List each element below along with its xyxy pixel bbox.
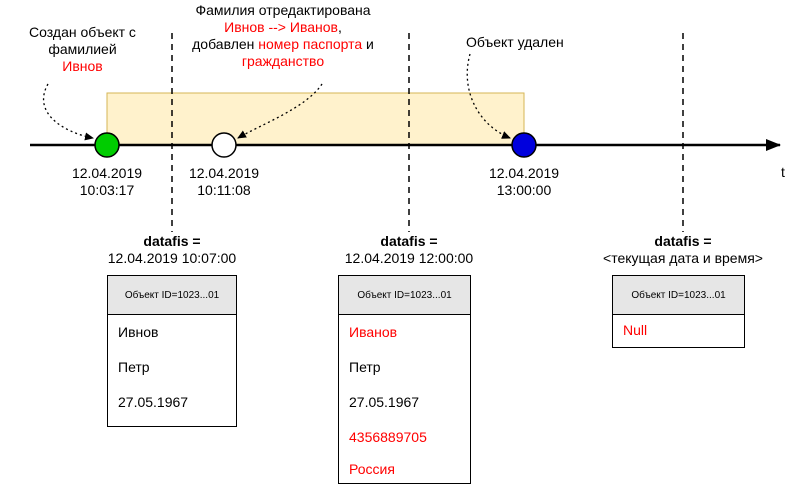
- query-label-3-value: <текущая дата и время>: [603, 250, 763, 266]
- event-edited-timestamp: 12.04.2019 10:11:08: [169, 165, 279, 199]
- callout-arrow-deleted: [466, 53, 511, 139]
- event-edited-date: 12.04.2019: [188, 165, 260, 181]
- object-card-3: Объект ID=1023...01 Null: [612, 275, 745, 348]
- note-edited-citizenship: гражданство: [241, 53, 325, 69]
- query-label-3: datafis = <текущая дата и время>: [573, 233, 793, 267]
- note-created-value: Ивнов: [62, 58, 103, 74]
- event-created-marker: [94, 132, 120, 158]
- axis-label: t: [781, 164, 785, 180]
- object-card-1-header: Объект ID=1023...01: [108, 276, 236, 315]
- note-edited-change: Ивнов --> Иванов: [224, 19, 338, 35]
- note-edited-line2: Ивнов --> Иванов,: [164, 19, 402, 36]
- query-label-2-value: 12.04.2019 12:00:00: [344, 250, 474, 266]
- note-edited-and: и: [366, 36, 374, 52]
- object-card-2-field-2: Петр: [349, 359, 381, 375]
- object-lifetime-period: [106, 92, 525, 146]
- query-label-1: datafis = 12.04.2019 10:07:00: [72, 233, 272, 267]
- note-created-line1: Создан объект с: [29, 24, 136, 40]
- event-edited-marker: [211, 132, 237, 158]
- object-card-2-header: Объект ID=1023...01: [339, 276, 470, 315]
- event-edited-time: 10:11:08: [197, 182, 251, 198]
- note-edited-line3: добавлен номер паспорта и: [164, 36, 402, 53]
- object-card-1: Объект ID=1023...01 Ивнов Петр 27.05.196…: [107, 275, 237, 427]
- object-card-2-field-1: Иванов: [349, 324, 398, 340]
- callout-arrow-edited: [237, 83, 323, 139]
- object-card-1-field-2: Петр: [118, 359, 150, 375]
- object-card-1-field-3: 27.05.1967: [118, 394, 189, 410]
- object-card-2: Объект ID=1023...01 Иванов Петр 27.05.19…: [338, 275, 471, 484]
- query-label-3-name: datafis =: [654, 233, 712, 249]
- event-created-date: 12.04.2019: [71, 165, 143, 181]
- note-edited-line1: Фамилия отредактирована: [195, 2, 371, 18]
- event-deleted-marker: [511, 132, 537, 158]
- note-deleted: Объект удален: [466, 34, 564, 50]
- object-card-1-field-1: Ивнов: [118, 324, 159, 340]
- object-card-2-field-4: 4356889705: [349, 429, 427, 445]
- object-card-2-field-5: Россия: [349, 461, 395, 477]
- event-deleted-timestamp: 12.04.2019 13:00:00: [469, 165, 579, 199]
- note-edited-added: добавлен: [192, 36, 255, 52]
- note-edited-passport: номер паспорта: [258, 36, 363, 52]
- callout-arrow-created: [42, 83, 94, 141]
- event-created-timestamp: 12.04.2019 10:03:17: [52, 165, 162, 199]
- note-created-line2: фамилией: [48, 41, 117, 57]
- note-created: Создан объект с фамилией Ивнов: [15, 24, 150, 75]
- event-created-time: 10:03:17: [79, 182, 135, 198]
- object-card-2-field-3: 27.05.1967: [349, 394, 420, 410]
- query-label-1-value: 12.04.2019 10:07:00: [107, 250, 237, 266]
- note-edited-comma: ,: [337, 19, 342, 35]
- object-card-3-header: Объект ID=1023...01: [613, 276, 744, 315]
- query-label-2: datafis = 12.04.2019 12:00:00: [309, 233, 509, 267]
- object-card-3-field-1: Null: [623, 322, 648, 338]
- note-edited: Фамилия отредактирована Ивнов --> Иванов…: [164, 2, 402, 70]
- query-label-2-name: datafis =: [380, 233, 438, 249]
- event-deleted-date: 12.04.2019: [488, 165, 560, 181]
- event-deleted-time: 13:00:00: [496, 182, 552, 198]
- query-label-1-name: datafis =: [143, 233, 201, 249]
